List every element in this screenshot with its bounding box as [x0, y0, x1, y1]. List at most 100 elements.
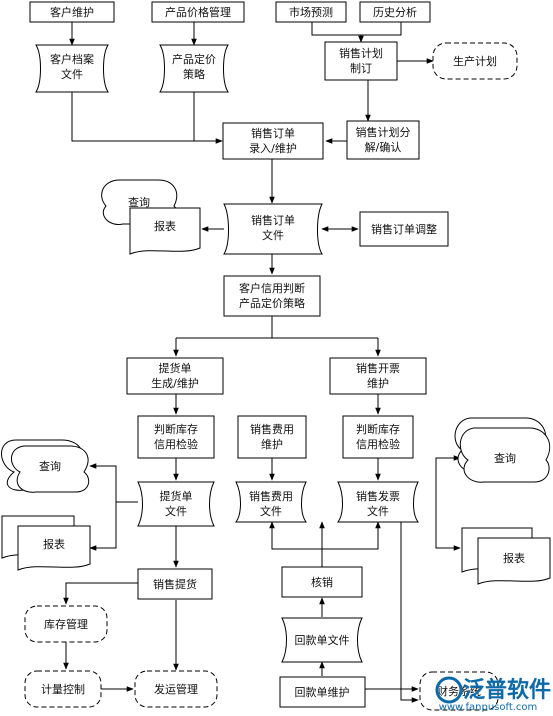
label-expense-maint-2: 维护: [261, 437, 283, 451]
label-stock-check-1-b: 信用检验: [154, 437, 198, 451]
arrow-to-query-2: [89, 463, 138, 503]
connectors: [63, 22, 461, 703]
label-report-3: 报表: [503, 551, 525, 565]
label-history-analysis: 历史分析: [373, 5, 417, 19]
history-analysis-box: [359, 1, 431, 23]
market-forecast-box: [275, 1, 347, 23]
sales-plan-box: [324, 41, 398, 81]
label-sales-delivery: 销售提货: [153, 577, 197, 591]
expense-maint-box: [237, 415, 307, 459]
label-order-entry-1: 销售订单: [251, 126, 295, 140]
label-customer-file-2: 文件: [61, 67, 83, 81]
plan-breakdown-box: [346, 120, 420, 160]
label-sales-plan-1: 销售计划: [339, 46, 383, 60]
label-price-mgmt: 产品价格管理: [165, 5, 231, 19]
arrow-to-report-2: [89, 502, 117, 551]
label-sales-plan-2: 制订: [350, 62, 372, 75]
sales-delivery-box: [137, 568, 213, 600]
label-customer-maint: 客户维护: [50, 5, 94, 19]
label-pricing-strategy-1: 产品定价: [172, 52, 216, 66]
label-invoice-maint-2: 维护: [367, 376, 389, 390]
query-2-shape: [11, 445, 90, 493]
delivery-order-box: [126, 357, 224, 395]
label-production-plan: 生产计划: [453, 54, 497, 68]
watermark-brand: 泛普软件: [463, 677, 551, 703]
label-order-file-2: 文件: [262, 228, 284, 242]
label-invoice-maint-1: 销售开票: [356, 361, 400, 375]
arrow-to-inventory: [63, 582, 138, 605]
label-order-entry-2: 录入/维护: [249, 141, 297, 155]
customer-file-shape: [35, 44, 109, 93]
watermark-url: www.fanpusoft.com: [439, 702, 538, 713]
label-plan-breakdown-2: 解/确认: [365, 140, 402, 154]
payment-file-shape: [281, 617, 363, 663]
order-adjust-box: [359, 211, 449, 247]
label-credit-check-1: 客户信用判断: [239, 281, 305, 295]
arrow-file-to-order: [71, 92, 223, 144]
expense-file-shape: [235, 481, 307, 523]
delivery-file-shape: [137, 481, 215, 527]
label-customer-file-1: 客户档案: [50, 52, 94, 66]
stock-check-2-box: [342, 415, 414, 459]
arrow-writeoff-to-invoice-file: [322, 521, 381, 550]
stock-check-1-box: [137, 415, 215, 459]
label-plan-breakdown-1: 销售计划分: [356, 125, 411, 139]
arrow-invoice-to-finance: [400, 522, 419, 703]
label-invoice-file-1: 销售发票: [356, 489, 400, 503]
line-history-to-plan: [361, 22, 402, 36]
customer-maint-box: [29, 1, 115, 23]
label-writeoff: 核销: [311, 575, 333, 589]
report-2-shape: [17, 525, 91, 571]
label-expense-maint-1: 销售费用: [250, 422, 294, 436]
writeoff-box: [281, 566, 363, 598]
order-entry-box: [222, 122, 324, 160]
brand-logo-icon: [435, 676, 463, 704]
invoice-file-shape: [337, 481, 419, 523]
inventory-mgmt-box: [24, 605, 108, 643]
label-delivery-order-1: 提货单: [159, 361, 192, 375]
label-delivery-order-2: 生成/维护: [151, 376, 199, 390]
arrow-forecast-to-plan: [311, 22, 364, 43]
label-stock-check-2-b: 信用检验: [356, 437, 400, 451]
label-inventory-mgmt: 库存管理: [44, 617, 88, 631]
credit-check-box: [223, 275, 321, 317]
label-expense-file-1: 销售费用: [249, 489, 293, 503]
production-plan-box: [432, 42, 518, 80]
report-3-shape: [477, 537, 551, 585]
label-payment-file: 回款单文件: [295, 633, 350, 647]
label-query-3: 查询: [494, 451, 516, 465]
label-expense-file-2: 文件: [260, 504, 282, 518]
label-finance-system: 财务系统: [437, 684, 481, 698]
label-pricing-strategy-2: 策略: [183, 67, 205, 81]
label-order-adjust: 销售订单调整: [371, 222, 437, 236]
measure-control-box: [24, 670, 102, 708]
label-delivery-file-1: 提货单: [160, 489, 193, 503]
arrow-writeoff-to-expenses-file: [269, 521, 322, 550]
label-query-2: 查询: [39, 459, 61, 473]
label-report-1: 报表: [154, 219, 176, 233]
label-query-1: 查询: [128, 195, 150, 209]
order-file-shape: [223, 203, 323, 255]
label-measure-control: 计量控制: [41, 682, 85, 696]
invoice-maint-box: [329, 357, 427, 395]
shipping-mgmt-box: [134, 670, 218, 708]
report-1-shape: [129, 207, 201, 255]
label-payment-maint: 回款单维护: [295, 685, 350, 699]
arrow-to-query-3: [435, 455, 461, 504]
price-mgmt-box: [151, 1, 245, 23]
payment-maint-box: [279, 676, 366, 708]
label-delivery-file-2: 文件: [165, 504, 187, 518]
pricing-strategy-shape: [159, 44, 229, 93]
label-stock-check-2-a: 判断库存: [356, 422, 400, 436]
query-3-shape: [459, 427, 551, 483]
label-order-file-1: 销售订单: [251, 213, 295, 227]
watermark: 泛普软件 www.fanpusoft.com: [435, 676, 551, 713]
label-stock-check-1-a: 判断库存: [154, 422, 198, 436]
label-credit-check-2: 产品定价策略: [239, 296, 305, 310]
label-market-forecast: 市场预测: [289, 5, 333, 19]
label-shipping-mgmt: 发运管理: [154, 682, 198, 696]
arrow-to-report-3: [435, 504, 461, 551]
label-invoice-file-2: 文件: [367, 504, 389, 518]
label-report-2: 报表: [43, 537, 65, 551]
